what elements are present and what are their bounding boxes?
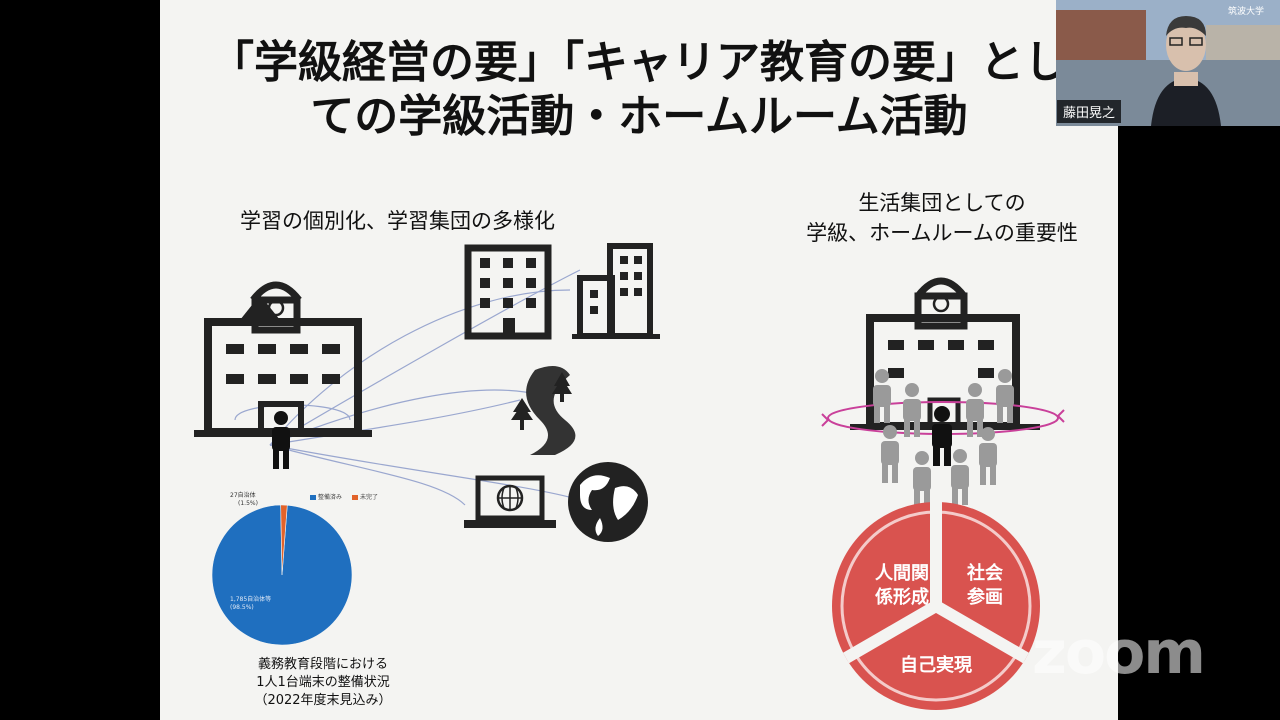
slide-illustrations [194, 243, 1065, 710]
pie-label-small-count: 27自治体 [230, 492, 256, 499]
pie-label-large-pct: (98.5%) [230, 604, 254, 611]
slide-title-line2: ての学級活動・ホームルーム活動 [310, 91, 968, 142]
pie-caption-line1: 義務教育段階における [257, 657, 388, 672]
zoom-watermark: zoom [1032, 618, 1206, 688]
pie-label-small: 27自治体 (1.5%) [230, 492, 258, 508]
legend-pending: 未完了 [351, 494, 378, 501]
pie-slice-pending [280, 504, 288, 576]
presentation-slide: 「学級経営の要」「キャリア教育の要」とし ての学級活動・ホームルーム活動 学習の… [160, 0, 1118, 720]
left-subtitle: 学習の個別化、学習集団の多様化 [240, 209, 555, 233]
arrow-head-right [1057, 409, 1065, 423]
slide-title-line1: 「学級経営の要」「キャリア教育の要」とし [210, 37, 1068, 88]
slide-title: 「学級経営の要」「キャリア教育の要」とし ての学級活動・ホームルーム活動 [160, 36, 1118, 144]
cycle-segment-participation: 社会 参画 [950, 562, 1020, 610]
world-globe-icon [568, 462, 648, 542]
pie-label-large: 1,785自治体等 (98.5%) [230, 596, 271, 612]
pie-caption-line2: 1人1台端末の整備状況 [256, 675, 390, 690]
legend-done-label: 整備済み [318, 494, 343, 501]
university-logo: 筑波大学 [1228, 7, 1265, 17]
right-subtitle-line1: 生活集団としての [858, 191, 1026, 215]
cycle-segment-self-realization: 自己実現 [900, 655, 972, 676]
participant-name-tag: 藤田晃之 [1057, 100, 1122, 123]
cycle-segment1-line2: 係形成 [875, 587, 929, 608]
laptop-globe-icon [464, 475, 556, 528]
cycle-segment1-line1: 人間関 [875, 563, 929, 584]
student-icon [272, 411, 290, 469]
cycle-segment2-line1: 社会 [967, 563, 1003, 584]
pie-legend: 整備済み 未完了 [310, 492, 386, 501]
people-group-icon [873, 369, 1014, 507]
video-feed [1056, 0, 1280, 126]
pie-caption: 義務教育段階における 1人1台端末の整備状況 （2022年度末見込み） [198, 656, 448, 710]
legend-done: 整備済み [310, 494, 342, 501]
legend-done-swatch [310, 495, 316, 500]
career-cycle-diagram [832, 492, 1040, 710]
legend-pending-label: 未完了 [359, 494, 378, 501]
right-subtitle-line2: 学級、ホームルームの重要性 [806, 221, 1078, 245]
right-subtitle: 生活集団としての 学級、ホームルームの重要性 [782, 188, 1102, 248]
cycle-segment2-line2: 参画 [967, 587, 1003, 608]
pie-label-large-count: 1,785自治体等 [230, 596, 272, 603]
pie-chart [211, 504, 353, 646]
legend-pending-swatch [351, 495, 358, 500]
cycle-segment-relationships: 人間関 係形成 [862, 562, 942, 610]
pie-label-small-pct: (1.5%) [238, 500, 258, 507]
road-trees-icon [511, 366, 576, 455]
arrow-head-left [821, 413, 829, 427]
pie-caption-line3: （2022年度末見込み） [254, 693, 392, 708]
office-building-icon [464, 243, 660, 340]
